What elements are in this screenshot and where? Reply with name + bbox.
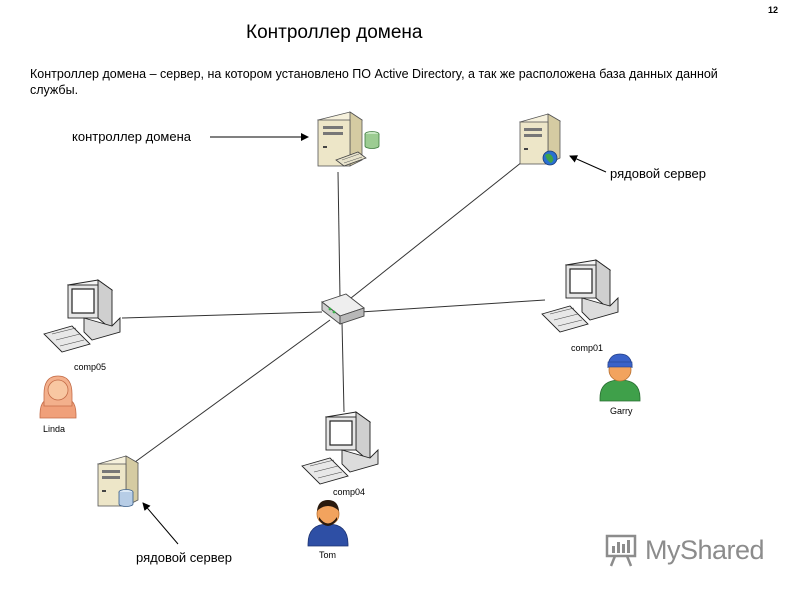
link-comp01-hub bbox=[359, 299, 546, 313]
callout-member-server-top: рядовой сервер bbox=[610, 166, 706, 181]
computer-label-comp01: comp01 bbox=[571, 343, 604, 353]
user-linda-icon bbox=[39, 375, 77, 419]
member-server-top-icon bbox=[518, 113, 562, 166]
callout-arrow-member2 bbox=[142, 502, 179, 545]
computer-label-comp05: comp05 bbox=[74, 362, 107, 372]
member-server-bottom-icon bbox=[96, 455, 140, 507]
callout-domain-controller: контроллер домена bbox=[72, 129, 192, 144]
link-comp05-hub bbox=[121, 311, 323, 319]
link-member1-hub bbox=[345, 161, 523, 303]
domain-controller-server-icon bbox=[317, 111, 380, 167]
link-member2-hub bbox=[134, 319, 331, 463]
page-title: Контроллер домена bbox=[246, 22, 423, 43]
computer-comp05-icon bbox=[43, 279, 121, 353]
user-tom-icon bbox=[307, 500, 349, 547]
intro-paragraph: Контроллер домена – сервер, на котором у… bbox=[30, 67, 718, 97]
link-dc-hub bbox=[337, 171, 341, 299]
link-comp04-hub bbox=[341, 321, 345, 413]
presentation-icon bbox=[605, 534, 637, 567]
computer-label-comp04: comp04 bbox=[333, 487, 366, 497]
callout-arrow-member1 bbox=[569, 155, 607, 173]
network-hub-icon bbox=[321, 293, 365, 325]
computer-comp04-icon bbox=[301, 411, 379, 485]
watermark: MyShared bbox=[605, 532, 765, 568]
callout-member-server-bottom: рядовой сервер bbox=[136, 550, 232, 565]
slide-number: 12 bbox=[768, 5, 779, 15]
user-garry-icon bbox=[599, 353, 641, 402]
user-label-linda: Linda bbox=[43, 424, 66, 434]
user-label-tom: Tom bbox=[319, 550, 337, 560]
watermark-text: MyShared bbox=[645, 534, 765, 565]
computer-comp01-icon bbox=[541, 259, 619, 333]
user-label-garry: Garry bbox=[610, 406, 633, 416]
